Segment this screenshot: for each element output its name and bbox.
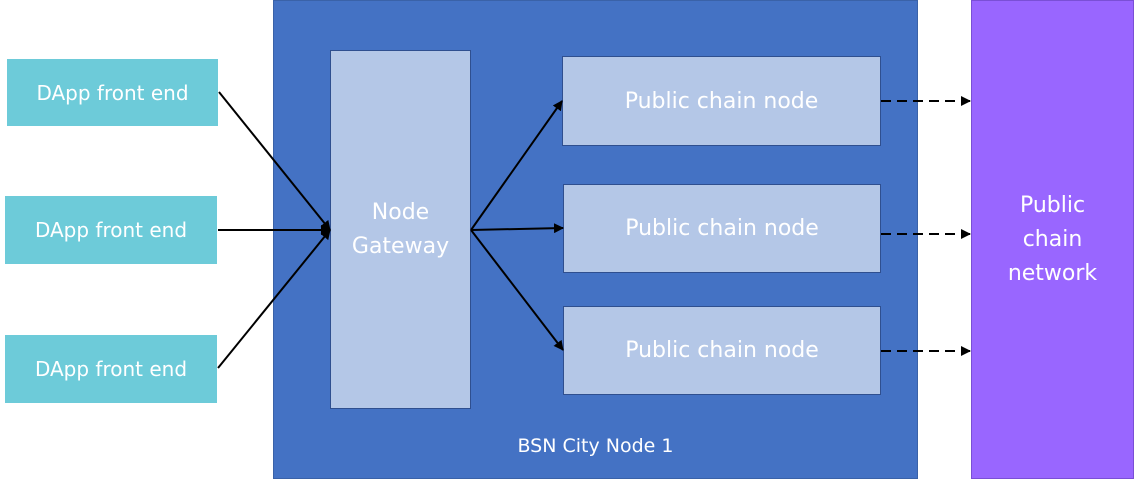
public-chain-network: Public chain network [971,0,1134,479]
dapp-front-end-3: DApp front end [5,335,217,403]
arrow-gateway-to-node2 [470,223,564,234]
arrow-gateway-to-node1 [470,100,563,231]
public-chain-node-1: Public chain node [562,56,881,146]
arrow-gateway-to-node3 [470,229,564,351]
node-gateway: Node Gateway [330,50,471,409]
public-chain-node-3: Public chain node [563,306,881,395]
public-chain-node-2: Public chain node [563,184,881,273]
arrow-dapp3-to-gateway [217,229,331,369]
city-node-label: BSN City Node 1 [517,435,674,457]
dapp-front-end-1: DApp front end [7,59,218,126]
arrow-dapp1-to-gateway [218,91,331,231]
dapp-front-end-2: DApp front end [5,196,217,264]
